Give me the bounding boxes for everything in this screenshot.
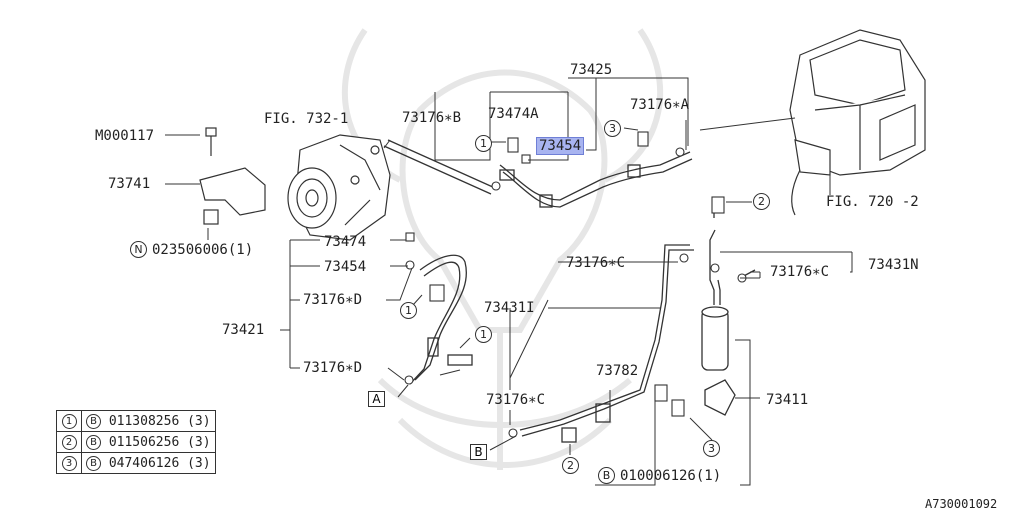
bracket-label: 73741 bbox=[108, 176, 151, 192]
callout-1-top: 1 bbox=[475, 135, 492, 152]
legend-number-icon: 2 bbox=[61, 434, 77, 450]
legend-number-icon: 3 bbox=[61, 455, 77, 471]
oring-d1-label: 73176∗D bbox=[303, 292, 363, 308]
hose-assembly-label-highlighted[interactable]: 73454 bbox=[536, 137, 585, 155]
legend-mark-icon: B bbox=[86, 434, 101, 450]
hose-low-label: 73421 bbox=[222, 322, 265, 338]
b-mark-icon: B bbox=[598, 467, 615, 484]
evaporator-unit bbox=[789, 29, 926, 216]
legend-row: 1 B 011308256 (3) bbox=[56, 410, 216, 432]
diagram-id: A730001092 bbox=[925, 497, 998, 511]
legend-part: 011308256 bbox=[108, 413, 180, 429]
legend-mark-icon: B bbox=[86, 413, 101, 429]
receiver-drier bbox=[701, 306, 736, 416]
legend-qty: (3) bbox=[187, 413, 211, 429]
hose-mid-label: 73454 bbox=[324, 259, 367, 275]
pipe-431i-label: 73431I bbox=[484, 300, 535, 316]
callout-2-bottom: 2 bbox=[562, 457, 579, 474]
lower-hose bbox=[409, 254, 473, 385]
legend-number-icon: 1 bbox=[61, 413, 77, 429]
legend-qty: (3) bbox=[187, 455, 211, 471]
oring-a-top-label: 73474A bbox=[488, 106, 539, 122]
oring-d2-label: 73176∗D bbox=[303, 360, 363, 376]
ref-a-box: A bbox=[368, 391, 385, 407]
hose-assembly bbox=[383, 139, 693, 208]
callout-2-right: 2 bbox=[753, 193, 770, 210]
callout-1-mid: 1 bbox=[400, 302, 417, 319]
oring-mid-label: 73474 bbox=[324, 234, 367, 250]
callout-1-low: 1 bbox=[475, 326, 492, 343]
fig-evaporator-label[interactable]: FIG. 720 -2 bbox=[826, 194, 919, 210]
legend-row: 2 B 011506256 (3) bbox=[56, 431, 216, 453]
liquid-pipes bbox=[519, 200, 756, 443]
callout-3-top: 3 bbox=[604, 120, 621, 137]
legend-table: 1 B 011308256 (3) 2 B 011506256 (3) 3 B … bbox=[56, 410, 216, 474]
oring-a-label: 73176∗A bbox=[630, 97, 690, 113]
bolt-bottom-label: 010006126(1) bbox=[620, 468, 722, 484]
bracket bbox=[199, 127, 266, 225]
ref-b-box: B bbox=[470, 444, 487, 460]
n-mark-icon: N bbox=[130, 241, 147, 258]
bolt-top-label: M000117 bbox=[95, 128, 155, 144]
fittings bbox=[404, 131, 747, 438]
legend-row: 3 B 047406126 (3) bbox=[56, 452, 216, 474]
oring-c-right-label: 73176∗C bbox=[770, 264, 830, 280]
compressor bbox=[287, 134, 391, 241]
leader-lines bbox=[165, 77, 853, 486]
legend-qty: (3) bbox=[187, 434, 211, 450]
oring-c-low-label: 73176∗C bbox=[486, 392, 546, 408]
clamp-label: 73782 bbox=[596, 363, 639, 379]
legend-part: 011506256 bbox=[108, 434, 180, 450]
pipe-431n-label: 73431N bbox=[868, 257, 919, 273]
fig-compressor-label[interactable]: FIG. 732-1 bbox=[264, 111, 349, 127]
nut-label: 023506006(1) bbox=[152, 242, 254, 258]
legend-part: 047406126 bbox=[108, 455, 180, 471]
oring-b-label: 73176∗B bbox=[402, 110, 462, 126]
receiver-label: 73411 bbox=[766, 392, 809, 408]
main-assembly-label: 73425 bbox=[570, 62, 613, 78]
legend-mark-icon: B bbox=[86, 455, 101, 471]
oring-c-top-label: 73176∗C bbox=[566, 255, 626, 271]
callout-3-bottom: 3 bbox=[703, 440, 720, 457]
